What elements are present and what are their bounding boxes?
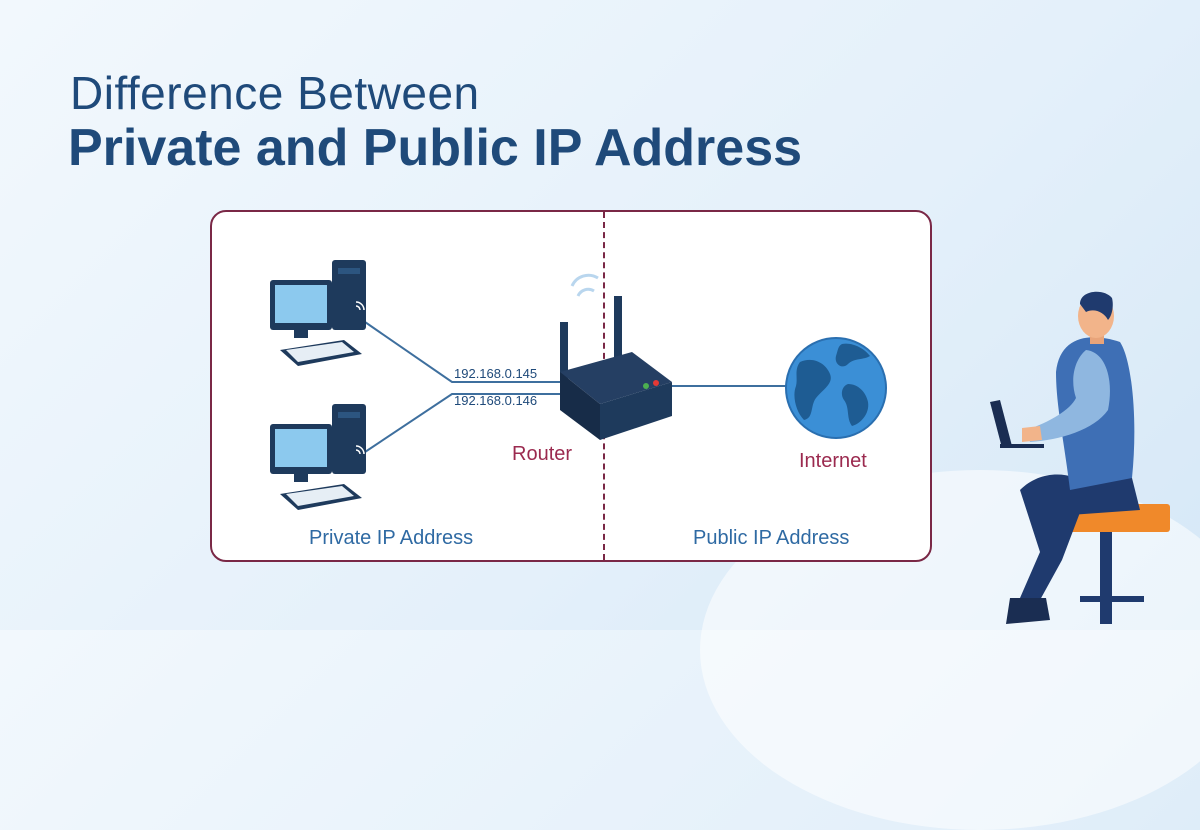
page-title: Private and Public IP Address [68, 119, 803, 177]
pc-2-link [364, 393, 565, 453]
diagram-illustration [270, 260, 1170, 624]
title-line-1: Difference Between [70, 67, 480, 119]
person-illustration [990, 291, 1170, 624]
public-section-label: Public IP Address [693, 527, 850, 549]
connector-lines [364, 321, 790, 453]
computer-2-icon [270, 404, 366, 510]
private-section-label: Private IP Address [309, 527, 474, 549]
internet-label: Internet [799, 450, 867, 472]
router-icon [560, 273, 672, 440]
router-label: Router [512, 443, 573, 465]
laptop-icon [990, 400, 1012, 448]
ip-address-label: 192.168.0.146 [454, 393, 538, 408]
computer-1-icon [270, 260, 366, 366]
wifi-signal-icon [570, 273, 599, 287]
pc-1-link [364, 321, 565, 383]
ip-address-label: 192.168.0.145 [454, 366, 538, 381]
globe-icon [785, 337, 887, 439]
